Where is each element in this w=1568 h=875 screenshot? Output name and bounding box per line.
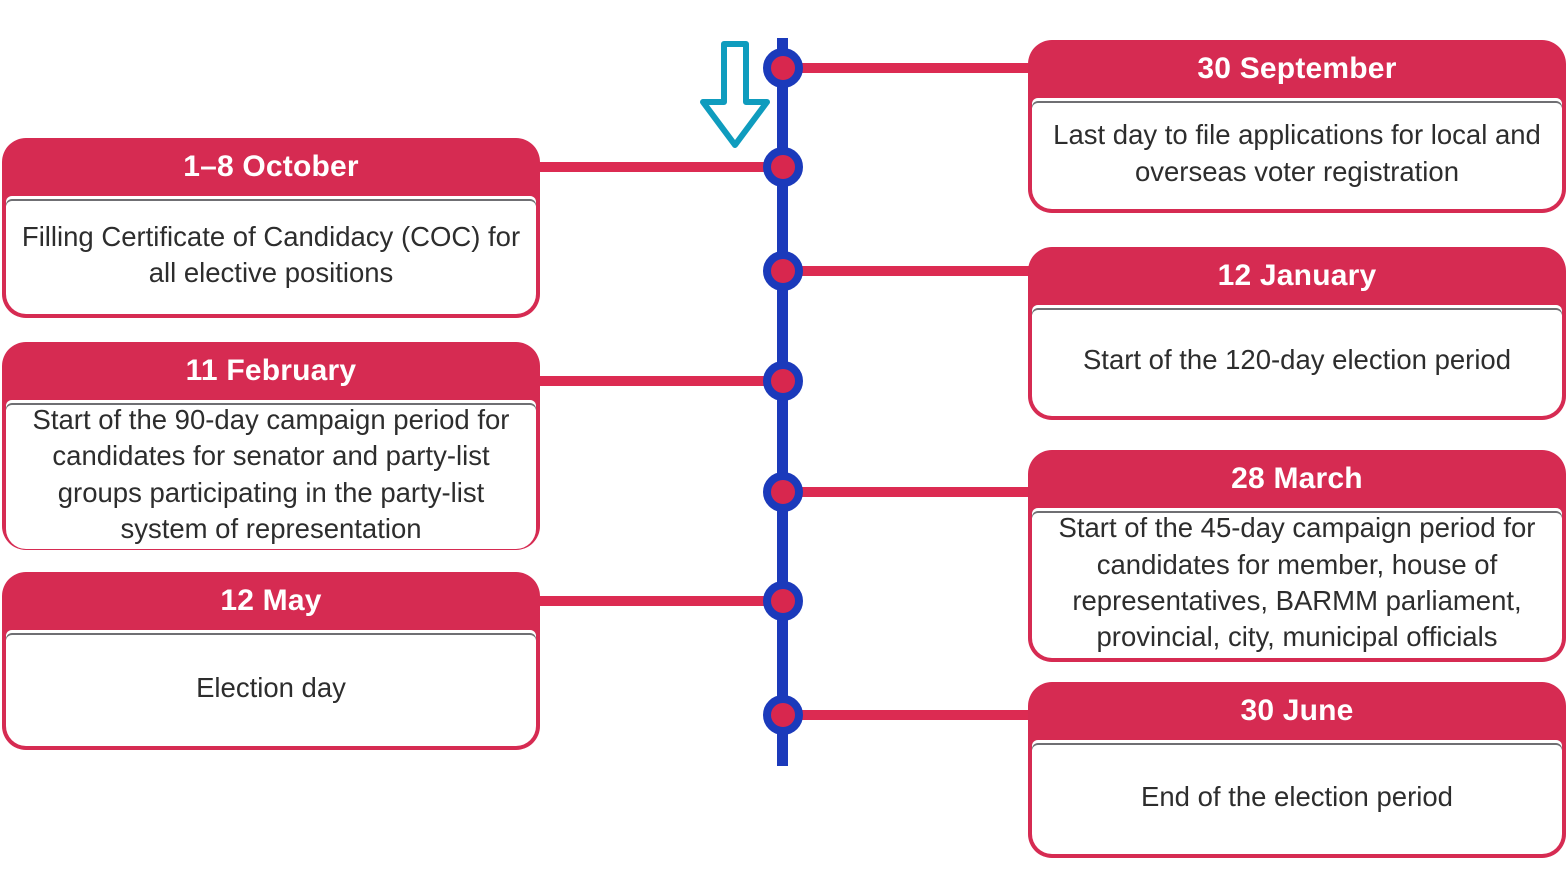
event-card-1-8-october: 1–8 October Filling Certificate of Candi… xyxy=(2,138,540,318)
event-card-30-june: 30 June End of the election period xyxy=(1028,682,1566,858)
event-card-28-march: 28 March Start of the 45-day campaign pe… xyxy=(1028,450,1566,662)
event-date: 11 February xyxy=(185,354,357,387)
connector-line xyxy=(783,487,1030,497)
connector-line xyxy=(539,596,783,606)
event-description: Last day to file applications for local … xyxy=(1032,98,1562,209)
timeline-line xyxy=(777,38,788,766)
event-description: Start of the 120-day election period xyxy=(1032,305,1562,416)
connector-line xyxy=(539,162,783,172)
event-description: Election day xyxy=(6,630,536,746)
timeline-dot xyxy=(763,48,803,88)
event-date: 30 June xyxy=(1240,694,1354,727)
timeline-dot xyxy=(763,472,803,512)
event-date: 12 January xyxy=(1217,259,1377,292)
event-card-12-january: 12 January Start of the 120-day election… xyxy=(1028,247,1566,420)
connector-line xyxy=(783,266,1030,276)
event-description: Start of the 90-day campaign period for … xyxy=(6,400,536,550)
down-arrow-icon xyxy=(699,40,771,150)
timeline-dot xyxy=(763,147,803,187)
timeline-dot xyxy=(763,251,803,291)
timeline-dot xyxy=(763,361,803,401)
event-card-12-may: 12 May Election day xyxy=(2,572,540,750)
event-description: Start of the 45-day campaign period for … xyxy=(1032,508,1562,658)
event-description: End of the election period xyxy=(1032,740,1562,854)
connector-line xyxy=(539,376,783,386)
timeline-dot xyxy=(763,581,803,621)
timeline-dot xyxy=(763,695,803,735)
event-date: 28 March xyxy=(1231,462,1363,495)
event-date: 30 September xyxy=(1197,52,1397,85)
event-description: Filling Certificate of Candidacy (COC) f… xyxy=(6,196,536,314)
event-date: 12 May xyxy=(220,584,322,617)
event-card-11-february: 11 February Start of the 90-day campaign… xyxy=(2,342,540,550)
connector-line xyxy=(783,63,1030,73)
connector-line xyxy=(783,710,1030,720)
event-card-30-september: 30 September Last day to file applicatio… xyxy=(1028,40,1566,213)
event-date: 1–8 October xyxy=(183,150,359,183)
